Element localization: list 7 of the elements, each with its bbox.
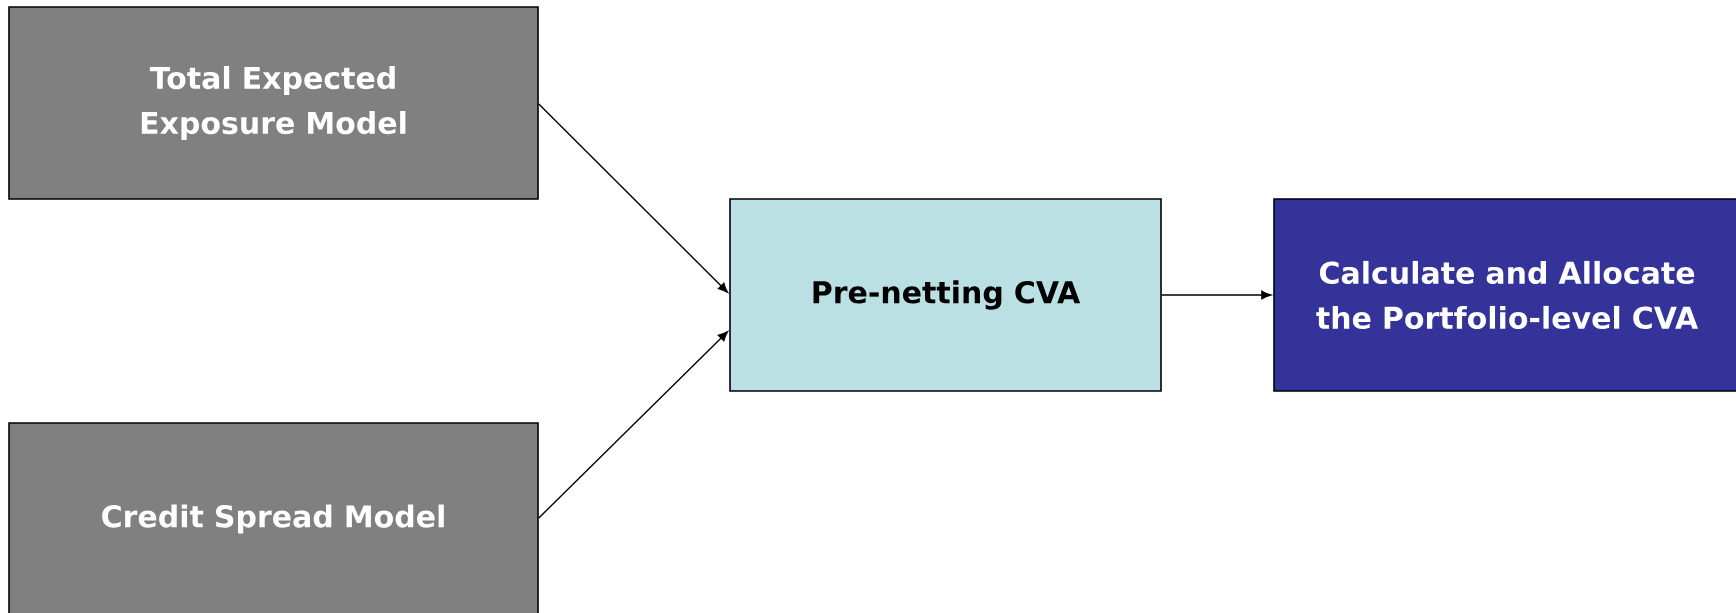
arrow: [1161, 290, 1272, 300]
process-box: Pre-netting CVA: [729, 198, 1162, 392]
process-box: Total Expected Exposure Model: [8, 6, 539, 200]
process-box: Credit Spread Model: [8, 422, 539, 613]
arrow: [538, 103, 729, 293]
process-box: Calculate and Allocate the Portfolio-level CVA: [1273, 198, 1736, 392]
arrow: [538, 331, 729, 519]
